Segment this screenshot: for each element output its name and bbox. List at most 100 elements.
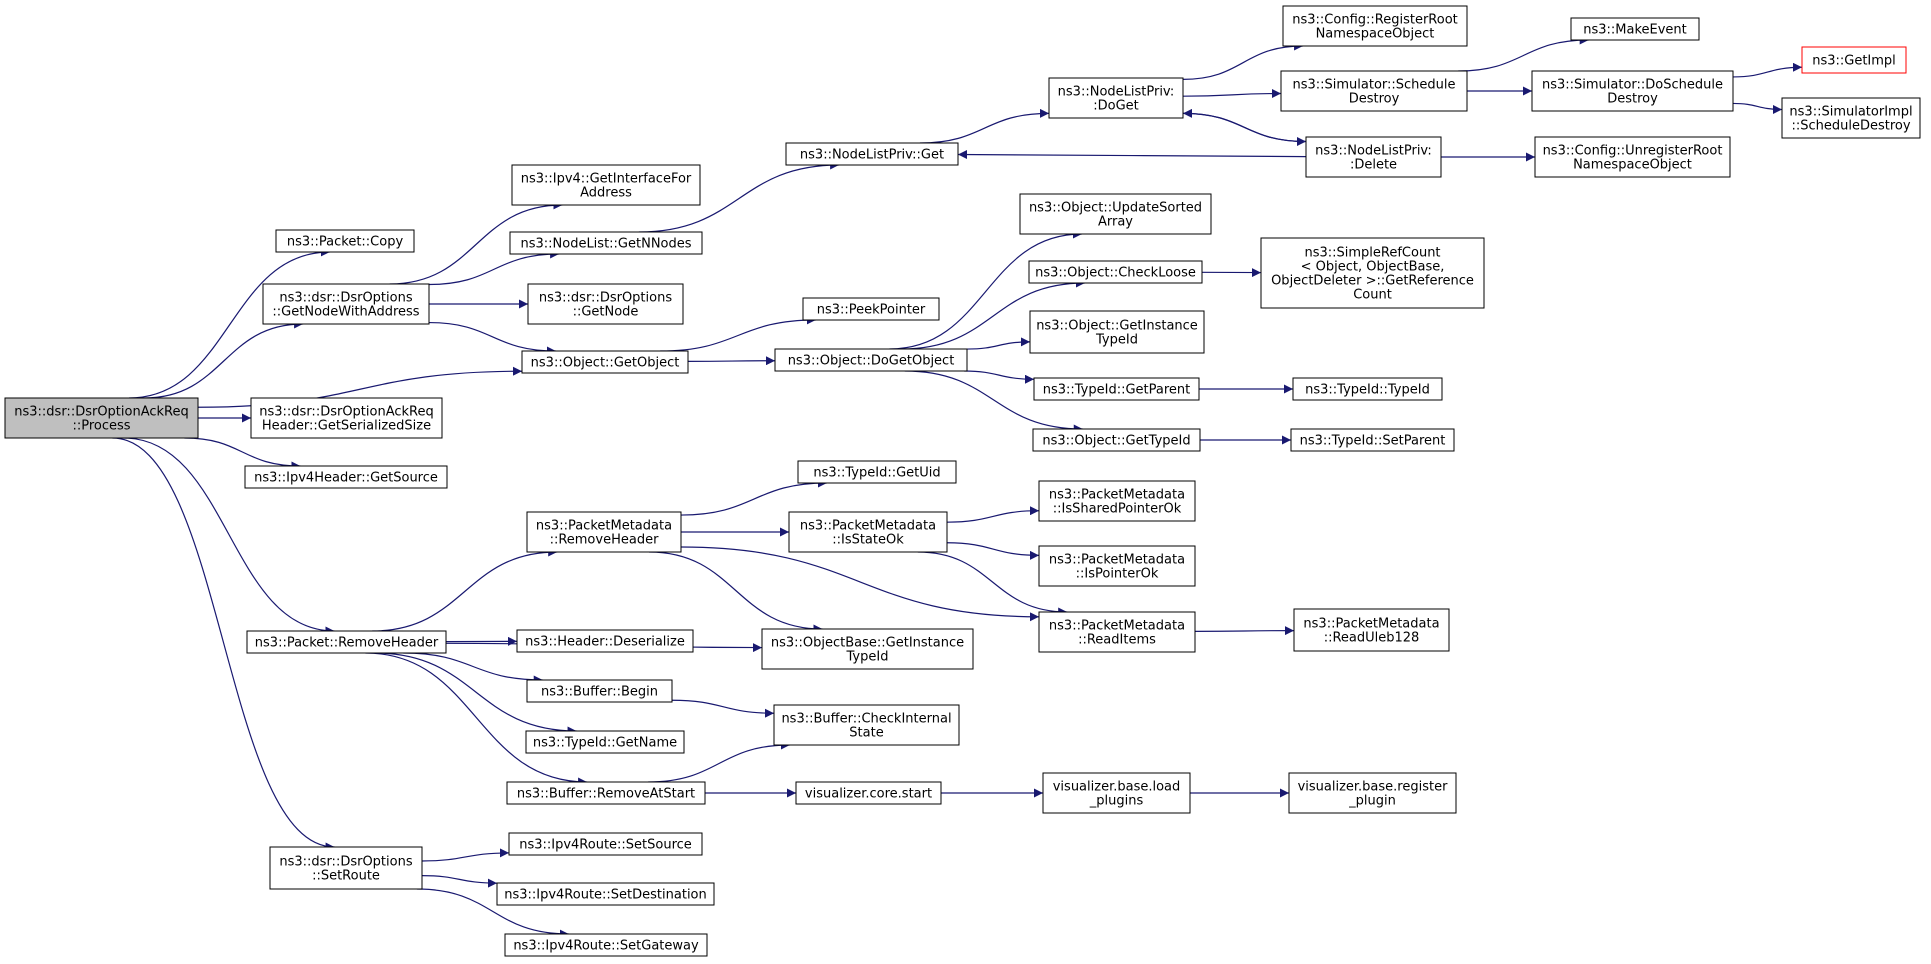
node-label: ns3::Object::CheckLoose (1035, 266, 1196, 281)
node-label: ns3::Object::GetInstance (1036, 319, 1198, 334)
edge-nlpdoget-to-schdestroy (1182, 89, 1282, 99)
node-pmremove[interactable]: ns3::PacketMetadata::RemoveHeader (526, 511, 682, 553)
node-box (1570, 17, 1700, 41)
node-getnnodes[interactable]: ns3::NodeList::GetNNodes (509, 231, 703, 255)
node-label: :Delete (1350, 158, 1397, 173)
node-simimpl[interactable]: ns3::SimulatorImpl::ScheduleDestroy (1781, 97, 1921, 139)
node-nlpdelete[interactable]: ns3::NodeListPriv::Delete (1305, 136, 1442, 178)
node-setroute[interactable]: ns3::dsr::DsrOptions::SetRoute (269, 846, 423, 890)
node-issharedok[interactable]: ns3::PacketMetadata::IsSharedPointerOk (1038, 480, 1196, 522)
node-label: ns3::PacketMetadata (800, 519, 936, 534)
edge-nlpdelete-to-nlpdoget (1182, 108, 1307, 143)
node-deserialize[interactable]: ns3::Header::Deserialize (516, 629, 694, 653)
node-isstateok[interactable]: ns3::PacketMetadata::IsStateOk (788, 511, 948, 553)
node-box (1029, 310, 1205, 354)
node-box (773, 704, 960, 746)
node-label: ns3::NodeListPriv: (1058, 85, 1175, 100)
node-getnodewa[interactable]: ns3::dsr::DsrOptions::GetNodeWithAddress (262, 283, 430, 325)
node-setparent[interactable]: ns3::TypeId::SetParent (1290, 428, 1455, 452)
node-getsource[interactable]: ns3::Ipv4Header::GetSource (244, 465, 448, 489)
node-gettypeid[interactable]: ns3::Object::GetTypeId (1032, 428, 1201, 452)
node-getuid[interactable]: ns3::TypeId::GetUid (797, 460, 957, 484)
node-label: ns3::PacketMetadata (536, 519, 672, 534)
node-getname[interactable]: ns3::TypeId::GetName (525, 730, 685, 754)
node-label: ns3::PeekPointer (817, 303, 926, 318)
node-checkloose[interactable]: ns3::Object::CheckLoose (1028, 260, 1203, 284)
node-setsource[interactable]: ns3::Ipv4Route::SetSource (508, 832, 703, 856)
node-getobject[interactable]: ns3::Object::GetObject (521, 350, 689, 374)
node-schdestroy[interactable]: ns3::Simulator::ScheduleDestroy (1280, 70, 1468, 112)
node-vizregister[interactable]: visualizer.base.register_plugin (1288, 772, 1457, 814)
node-copy[interactable]: ns3::Packet::Copy (275, 229, 415, 253)
node-label: ::IsPointerOk (1076, 567, 1159, 582)
node-getrefcount[interactable]: ns3::SimpleRefCount< Object, ObjectBase,… (1260, 237, 1485, 309)
node-peekptr[interactable]: ns3::PeekPointer (802, 297, 940, 321)
node-unregroot[interactable]: ns3::Config::UnregisterRootNamespaceObje… (1534, 136, 1731, 178)
node-removeheader[interactable]: ns3::Packet::RemoveHeader (246, 630, 447, 654)
node-nlpget[interactable]: ns3::NodeListPriv::Get (785, 142, 959, 166)
node-label: ::ScheduleDestroy (1791, 119, 1910, 134)
node-getnode[interactable]: ns3::dsr::DsrOptions::GetNode (527, 283, 684, 325)
edge-removeheader-to-pmremove (372, 547, 558, 632)
node-vizstart[interactable]: visualizer.core.start (795, 781, 942, 805)
node-label: Address (580, 186, 632, 201)
node-box (496, 882, 715, 906)
node-getser[interactable]: ns3::dsr::DsrOptionAckReqHeader::GetSeri… (250, 397, 443, 439)
node-dogetobject[interactable]: ns3::Object::DoGetObject (774, 348, 968, 372)
node-label: Destroy (1607, 92, 1658, 107)
node-box (1038, 480, 1196, 522)
node-setdest[interactable]: ns3::Ipv4Route::SetDestination (496, 882, 715, 906)
node-box (1801, 46, 1907, 74)
node-vizload[interactable]: visualizer.base.load_plugins (1042, 772, 1191, 814)
node-label: ns3::NodeList::GetNNodes (520, 237, 691, 252)
node-label: ns3::Ipv4Header::GetSource (254, 471, 438, 486)
node-setgateway[interactable]: ns3::Ipv4Route::SetGateway (504, 933, 708, 957)
node-box (506, 781, 706, 805)
node-box (269, 846, 423, 890)
node-label: ns3::Config::RegisterRoot (1292, 13, 1458, 28)
edge-removeheader-to-bufbegin (403, 652, 543, 685)
node-getimpl[interactable]: ns3::GetImpl (1801, 46, 1907, 74)
node-label: Destroy (1349, 92, 1400, 107)
node-label: ns3::Ipv4Route::SetGateway (513, 939, 699, 954)
edge-setroute-to-setgateway (416, 888, 569, 939)
edge-pmremove-to-getuid (680, 478, 827, 516)
edge-getnnodes-to-nlpget (638, 160, 840, 233)
node-ispointerok[interactable]: ns3::PacketMetadata::IsPointerOk (1038, 545, 1196, 587)
node-label: ns3::Object::GetObject (531, 356, 680, 371)
node-label: :DoGet (1093, 99, 1139, 114)
node-box (246, 630, 447, 654)
node-box (525, 730, 685, 754)
node-nlpdoget[interactable]: ns3::NodeListPriv::DoGet (1048, 77, 1184, 119)
node-label: ObjectDeleter >::GetReference (1271, 274, 1474, 289)
node-label: _plugin (1348, 794, 1396, 809)
node-label: State (849, 726, 883, 741)
node-box (1288, 772, 1457, 814)
node-box (521, 350, 689, 374)
node-box (1290, 428, 1455, 452)
node-label: ns3::TypeId::GetUid (813, 466, 940, 481)
node-label: ns3::ObjectBase::GetInstance (771, 636, 964, 651)
node-makeevent[interactable]: ns3::MakeEvent (1570, 17, 1700, 41)
node-box (761, 628, 974, 670)
node-box (526, 511, 682, 553)
node-bufremove[interactable]: ns3::Buffer::RemoveAtStart (506, 781, 706, 805)
node-root[interactable]: ns3::dsr::DsrOptionAckReq::Process (4, 397, 199, 439)
node-getparent[interactable]: ns3::TypeId::GetParent (1033, 377, 1200, 401)
node-typeid[interactable]: ns3::TypeId::TypeId (1292, 377, 1443, 401)
node-readuleb[interactable]: ns3::PacketMetadata::ReadUleb128 (1293, 608, 1450, 652)
node-readitems[interactable]: ns3::PacketMetadata::ReadItems (1038, 611, 1196, 653)
node-box (1048, 77, 1184, 119)
node-label: NamespaceObject (1573, 158, 1692, 173)
node-label: ns3::dsr::DsrOptions (279, 855, 412, 870)
node-box (1019, 193, 1212, 235)
node-box (1293, 608, 1450, 652)
node-bufbegin[interactable]: ns3::Buffer::Begin (526, 679, 673, 703)
